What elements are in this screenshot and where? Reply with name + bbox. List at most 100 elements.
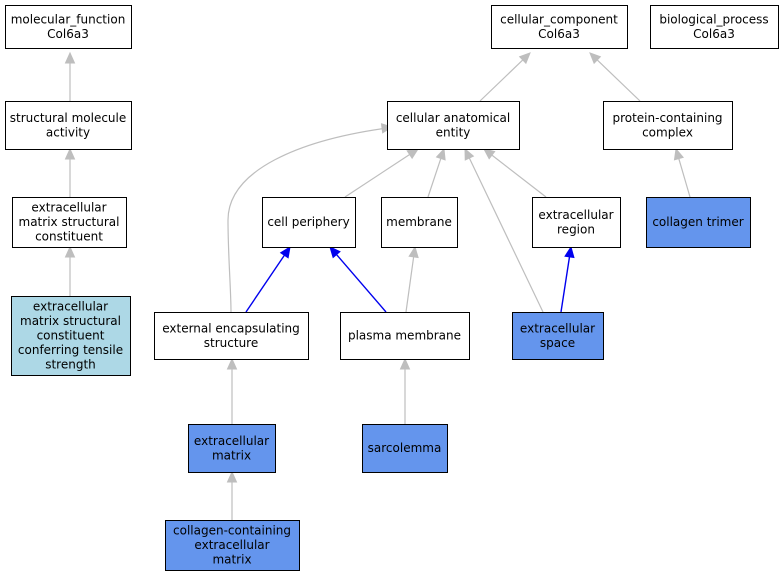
node-label-line: collagen-containing <box>173 524 291 538</box>
edge-line <box>678 158 691 198</box>
node-label-line: molecular_function <box>11 12 126 26</box>
edge-line <box>405 256 415 313</box>
edge-line <box>344 153 410 198</box>
node-cell-periphery[interactable]: cell periphery <box>262 197 356 248</box>
edge-cellular-anatomical-entity-to-cellular-component <box>479 52 531 102</box>
edge-arrowhead <box>673 147 685 161</box>
edge-arrowhead <box>64 245 76 258</box>
node-label-line: extracellular <box>31 201 106 215</box>
node-label-line: cellular anatomical <box>396 111 510 125</box>
edge-line <box>596 59 641 102</box>
node-label-line: extracellular <box>33 300 108 314</box>
node-box <box>512 312 604 360</box>
node-box <box>12 197 127 248</box>
edge-cell-periphery-to-cellular-anatomical-entity <box>344 148 420 198</box>
node-label-line: collagen trimer <box>652 215 743 229</box>
node-box <box>165 520 300 571</box>
node-collagen-trimer[interactable]: collagen trimer <box>646 197 751 248</box>
node-box <box>362 424 448 473</box>
edge-arrowhead <box>518 52 531 65</box>
node-label-line: extracellular <box>194 538 269 552</box>
node-box <box>5 5 132 49</box>
edge-arrowhead <box>226 357 238 370</box>
node-sarcolemma[interactable]: sarcolemma <box>362 424 448 473</box>
node-box <box>387 101 520 150</box>
edges-layer <box>64 51 691 520</box>
edge-collagen-trimer-to-protein-containing-complex <box>673 147 691 198</box>
edge-protein-containing-complex-to-cellular-component <box>589 52 641 102</box>
edge-arrowhead <box>589 52 602 65</box>
node-membrane[interactable]: membrane <box>381 197 458 248</box>
edge-line <box>227 127 388 313</box>
node-box <box>646 197 751 248</box>
node-label-line: biological_process <box>659 12 768 26</box>
node-box <box>491 5 628 49</box>
node-label-line: external encapsulating <box>162 321 300 335</box>
edge-plasma-membrane-to-membrane <box>405 245 419 313</box>
node-label-line: protein-containing <box>612 111 722 125</box>
edge-arrowhead <box>399 357 411 370</box>
node-label-line: entity <box>436 125 471 139</box>
node-box <box>11 296 131 376</box>
nodes-layer: molecular_functionCol6a3cellular_compone… <box>5 5 779 571</box>
edge-plasma-membrane-to-cell-periphery <box>329 246 387 313</box>
node-label-line: Col6a3 <box>538 27 580 41</box>
edge-arrowhead <box>329 246 341 259</box>
node-label-line: extracellular <box>538 208 613 222</box>
edge-arrowhead <box>64 147 76 160</box>
edge-arrowhead <box>406 148 420 160</box>
node-label-line: membrane <box>386 215 452 229</box>
node-label-line: matrix structural <box>19 215 120 229</box>
node-label-line: matrix structural <box>20 314 121 328</box>
edge-collagen-containing-ecm-to-extracellular-matrix <box>226 470 238 520</box>
node-plasma-membrane[interactable]: plasma membrane <box>340 312 470 360</box>
edge-arrowhead <box>483 148 496 160</box>
node-label-line: constituent <box>35 230 103 244</box>
edge-ecm-tensile-to-ecm-structural-constituent <box>64 245 76 296</box>
edge-line <box>560 256 571 313</box>
node-label-line: structure <box>204 336 258 350</box>
edge-line <box>335 254 387 313</box>
edge-structural-molecule-activity-to-molecular-function <box>64 51 76 101</box>
node-box <box>154 312 309 360</box>
node-label-line: structural molecule <box>10 111 127 125</box>
edge-arrowhead <box>564 245 575 259</box>
node-label-line: plasma membrane <box>348 329 461 343</box>
node-box <box>650 5 779 49</box>
node-box <box>340 312 470 360</box>
node-label-line: cell periphery <box>267 215 349 229</box>
node-box <box>381 197 458 248</box>
edge-extracellular-space-to-extracellular-region <box>560 245 575 313</box>
edge-arrowhead <box>464 147 475 161</box>
node-label-line: constituent <box>37 329 105 343</box>
edge-line <box>479 59 524 102</box>
edge-line <box>468 157 544 313</box>
edge-extracellular-space-to-cellular-anatomical-entity <box>464 147 544 313</box>
node-box <box>603 101 733 150</box>
edge-extracellular-matrix-to-external-encapsulating-structure <box>226 357 238 424</box>
node-box <box>532 197 621 248</box>
node-label-line: space <box>540 336 575 350</box>
edge-arrowhead <box>279 245 291 259</box>
node-box <box>188 424 276 473</box>
edge-arrowhead <box>64 51 76 64</box>
node-label-line: complex <box>642 125 693 139</box>
edge-line <box>491 154 547 198</box>
node-box <box>5 101 132 150</box>
edge-sarcolemma-to-plasma-membrane <box>399 357 411 424</box>
